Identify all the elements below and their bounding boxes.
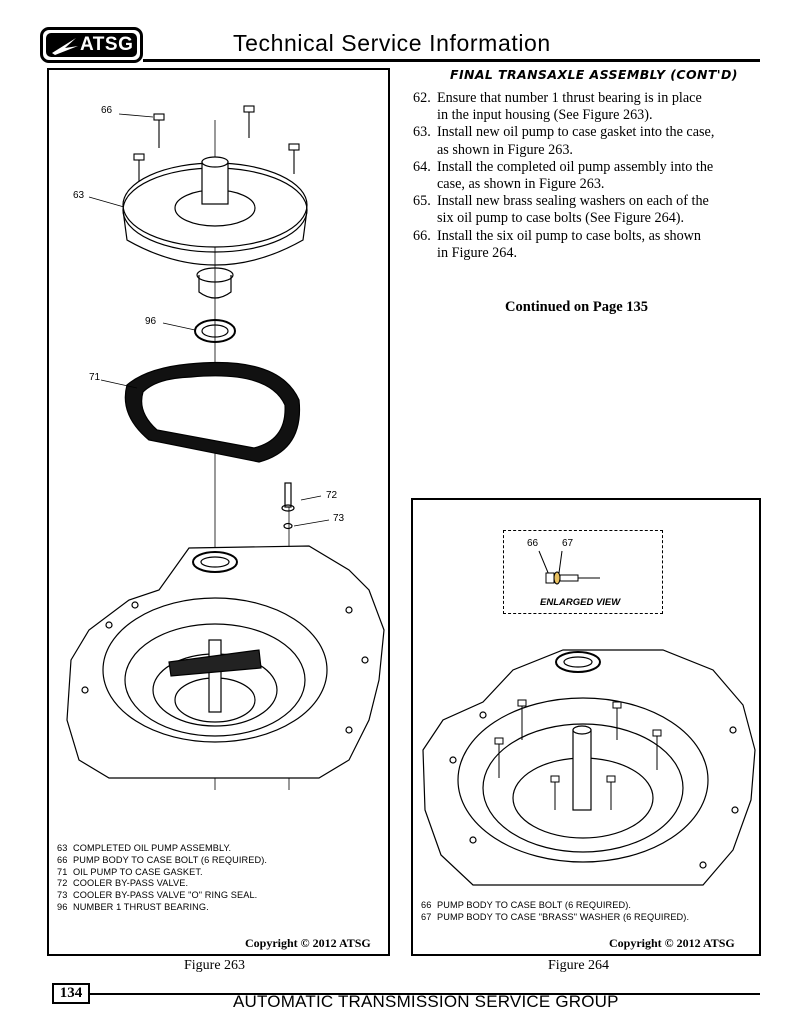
step-item: 65.Install new brass sealing washers on …	[413, 193, 709, 227]
footer-org: AUTOMATIC TRANSMISSION SERVICE GROUP	[233, 992, 619, 1011]
callout-96: 96	[145, 316, 157, 327]
step-item: 66.Install the six oil pump to case bolt…	[413, 227, 702, 261]
figure-263-caption: Figure 263	[184, 958, 246, 973]
page-number: 134	[52, 983, 90, 1004]
bolt-washer-icon	[538, 550, 600, 585]
enlarged-view-box: 66 67 ENLARGED VIEW	[503, 530, 663, 614]
logo-text: ATSG	[80, 34, 134, 55]
step-item: 64.Install the completed oil pump assemb…	[413, 158, 714, 193]
callout-73: 73	[333, 513, 345, 524]
wing-icon	[52, 38, 78, 55]
figure-264-caption: Figure 264	[548, 958, 610, 973]
step-item: 62.Ensure that number 1 thrust bearing i…	[413, 90, 702, 124]
step-item: 63.Install new oil pump to case gasket i…	[413, 124, 715, 158]
callout-72: 72	[326, 490, 338, 501]
callout-71: 71	[89, 372, 101, 383]
callout-66: 66	[101, 105, 113, 116]
continued-note: Continued on Page 135	[505, 299, 649, 315]
figure-264-copyright: Copyright © 2012 ATSG	[609, 936, 735, 950]
assembly-steps: 62.Ensure that number 1 thrust bearing i…	[413, 90, 753, 262]
exploded-pump-illustration	[66, 105, 385, 790]
atsg-logo: ATSG	[40, 27, 143, 63]
case-with-bolts-illustration	[422, 649, 756, 886]
figure-264-box: 66 67 ENLARGED VIEW	[411, 498, 761, 956]
callout-63: 63	[73, 190, 85, 201]
section-title: FINAL TRANSAXLE ASSEMBLY (CONT'D)	[450, 67, 738, 82]
enlarged-view-label: ENLARGED VIEW	[540, 597, 621, 608]
figure-263-copyright: Copyright © 2012 ATSG	[245, 936, 371, 950]
callout-67: 67	[562, 538, 574, 549]
page-title: Technical Service Information	[233, 30, 551, 56]
header-rule	[143, 59, 760, 62]
callout-66: 66	[527, 538, 539, 549]
footer-rule	[90, 993, 760, 995]
